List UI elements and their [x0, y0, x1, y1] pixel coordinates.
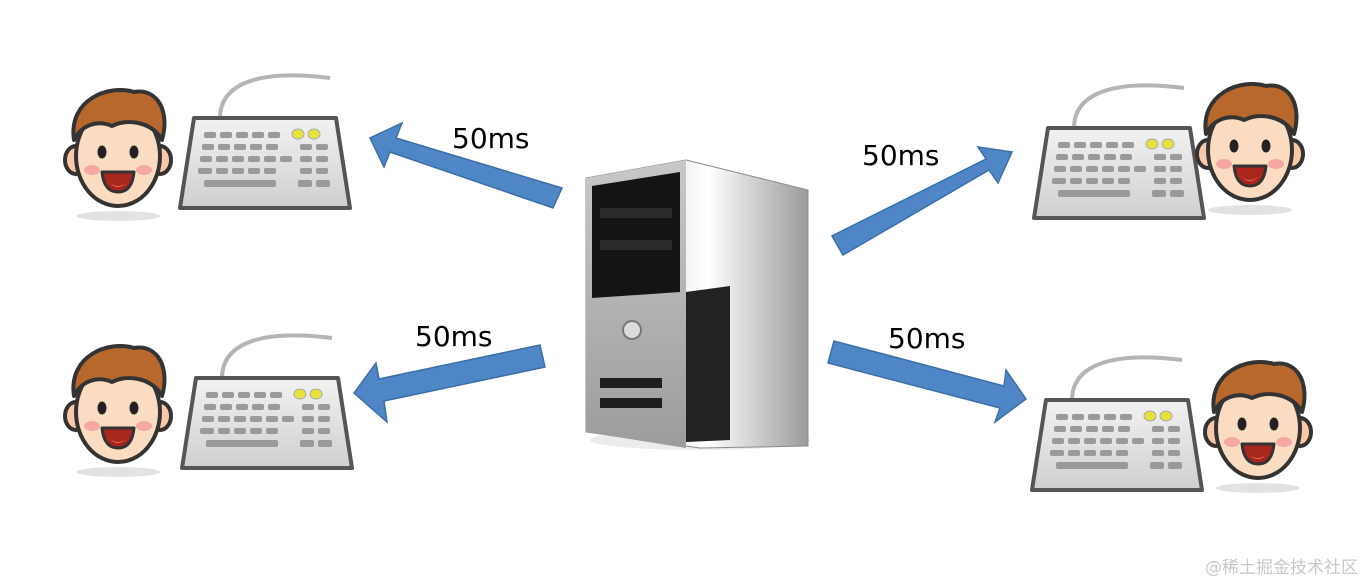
latency-label-bottom-right: 50ms: [888, 322, 966, 355]
client-bottom-right: [1032, 357, 1311, 493]
server-tower-icon: [586, 160, 810, 450]
keyboard-icon: [180, 75, 350, 208]
user-face-icon: [65, 346, 171, 477]
watermark: @稀土掘金技术社区: [1205, 553, 1358, 578]
user-face-icon: [1197, 84, 1303, 215]
client-top-left: [65, 75, 350, 221]
latency-label-top-right: 50ms: [862, 139, 940, 172]
user-face-icon: [65, 90, 171, 221]
user-face-icon: [1205, 362, 1311, 493]
latency-label-bottom-left: 50ms: [415, 320, 493, 353]
keyboard-icon: [1034, 85, 1204, 218]
latency-label-top-left: 50ms: [452, 122, 530, 155]
arrow-bottom-left: [354, 345, 545, 422]
keyboard-icon: [1032, 357, 1202, 490]
client-top-right: [1034, 84, 1303, 218]
keyboard-icon: [182, 335, 352, 468]
client-bottom-left: [65, 335, 352, 477]
